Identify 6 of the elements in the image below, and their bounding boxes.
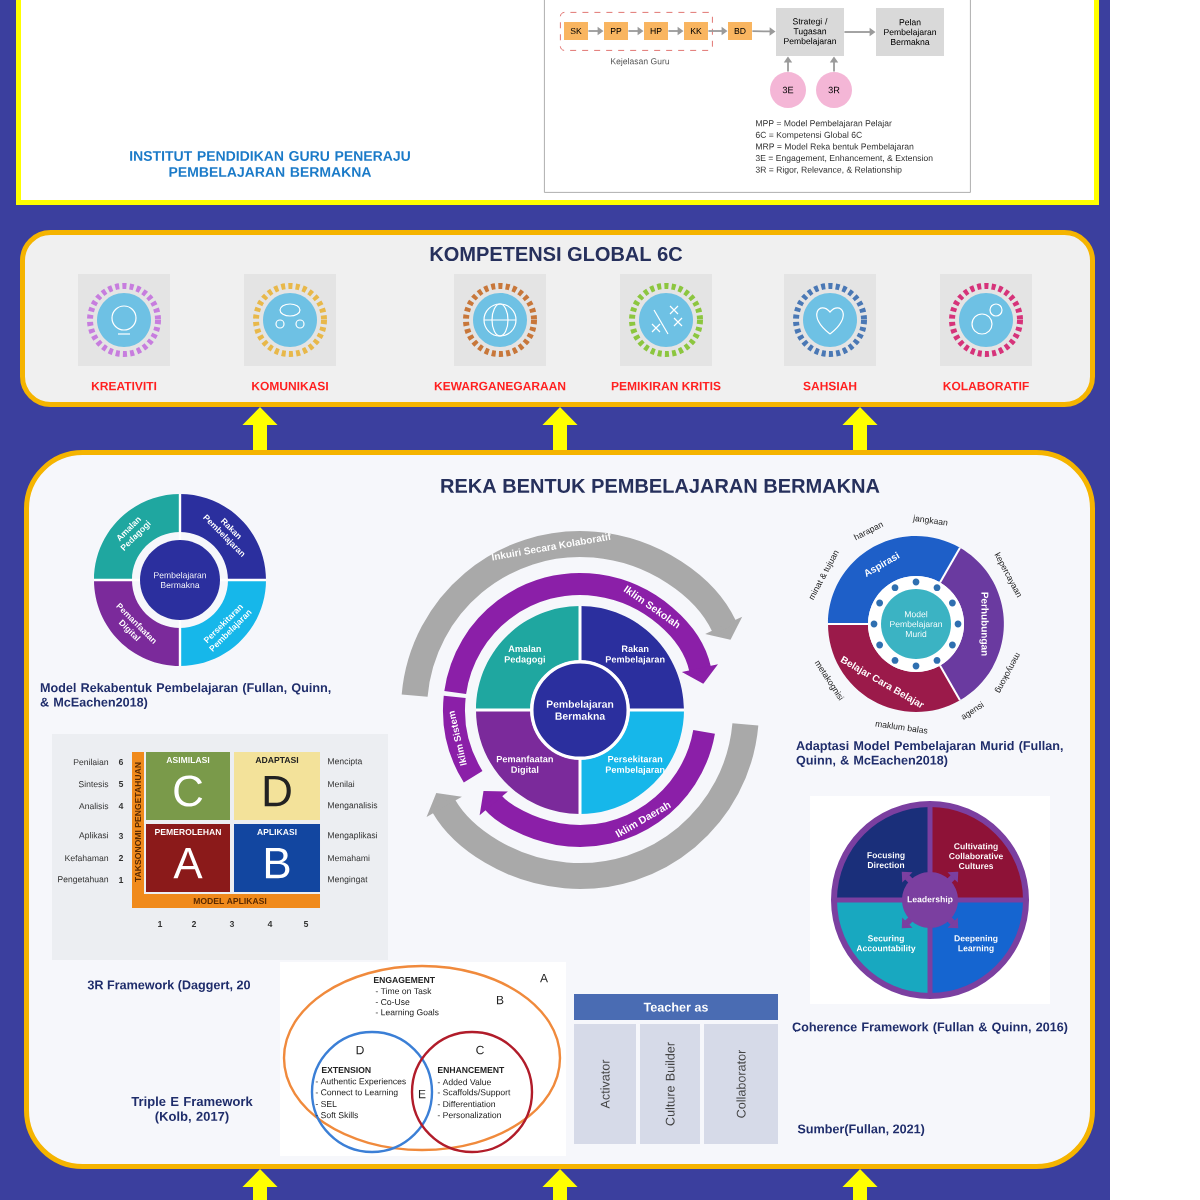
quadrant-letter: B: [265, 847, 290, 879]
panel-title: KOMPETENSI GLOBAL 6C: [430, 246, 683, 262]
quadrant-letter: C: [174, 775, 203, 807]
panel-title: REKA BENTUK PEMBELAJARAN BERMAKNA: [441, 479, 880, 493]
quadrant-letter: D: [264, 775, 291, 807]
quadrant-letter: A: [173, 847, 203, 879]
